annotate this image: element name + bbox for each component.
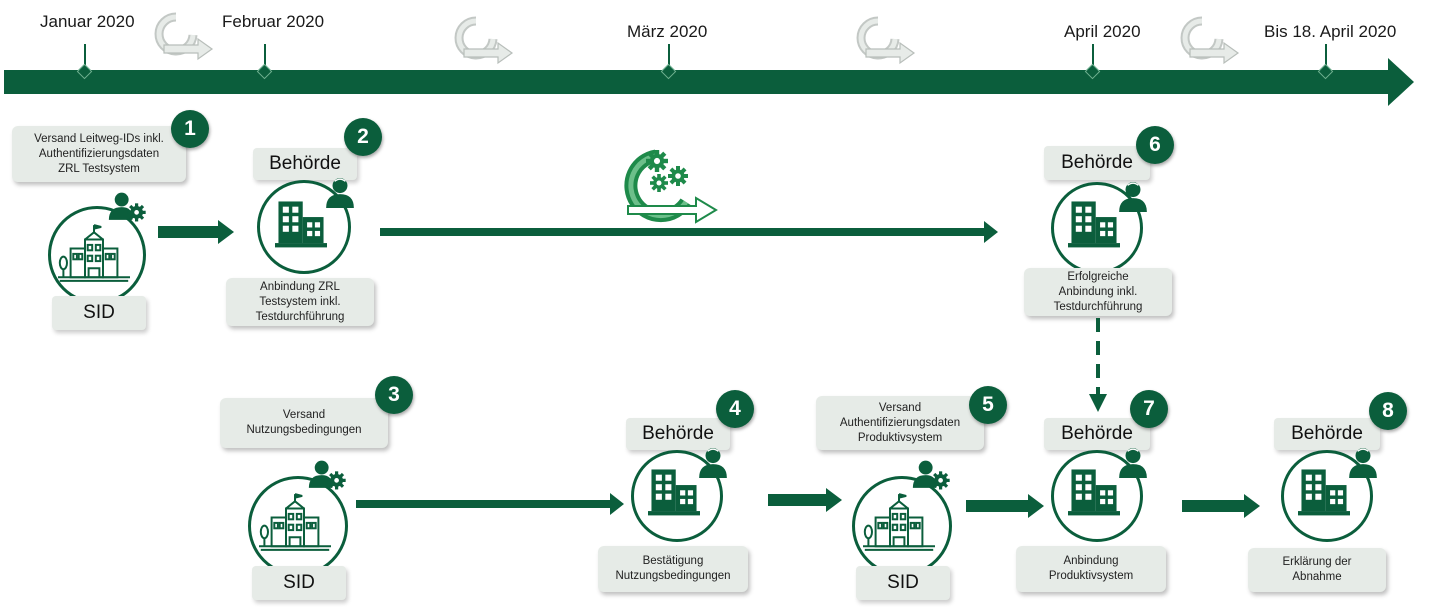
step6-number-badge: 6 [1136,126,1174,164]
timeline-tick [84,44,86,70]
step2-label: Behörde [253,148,357,180]
timeline-arrow [4,58,1414,106]
office-building-icon [648,466,700,518]
step8-number-badge: 8 [1369,392,1407,430]
gear-cycle-icon [624,149,718,224]
timeline-month-april-18: Bis 18. April 2020 [1264,22,1397,41]
step5-line2: Authentifizierungsdaten [839,416,961,429]
step5-line1: Versand [878,401,922,414]
step6-line1: Erfolgreiche [1067,270,1129,283]
timeline-month-april: April 2020 [1064,22,1141,41]
user-icon [324,176,356,208]
cycle-arrow-icon [446,10,516,66]
step8-label: Behörde [1274,418,1380,450]
step6-line3: Testdurchführung [1053,300,1143,313]
school-building-icon [259,490,331,554]
step2-description: Anbindung ZRL Testsystem inkl. Testdurch… [226,278,374,326]
step6-label: Behörde [1044,146,1150,180]
flow-arrow [966,494,1044,518]
flow-arrow [768,488,842,512]
step4-line2: Nutzungsbedingungen [615,570,731,582]
step1-description: Versand Leitweg-IDs inkl. Authentifizier… [12,126,186,182]
step2-line3: Testdurchführung [255,310,345,323]
step3-circle [248,476,348,576]
user-icon [1347,446,1379,478]
step7-line2: Produktivsystem [1048,570,1134,582]
step3-label: SID [252,566,346,600]
step5-line3: Produktivsystem [857,431,943,444]
school-building-icon [863,490,935,554]
step1-line1: Versand Leitweg-IDs inkl. [34,132,164,145]
step6-line2: Anbindung inkl. [1058,285,1138,298]
step6-description: Erfolgreiche Anbindung inkl. Testdurchfü… [1024,268,1172,316]
step2-line2: Testsystem inkl. [259,295,341,308]
timeline-month-february: Februar 2020 [222,12,325,31]
step3-description: Versand Nutzungsbedingungen [220,398,388,448]
timeline-tick [668,44,670,70]
user-gear-icon [308,458,346,490]
step4-label: Behörde [626,418,730,450]
step1-line3: ZRL Testsystem [58,162,140,175]
office-building-icon [1068,466,1120,518]
user-icon [1117,180,1149,212]
step3-line1: Versand [282,409,326,421]
step7-line1: Anbindung [1063,555,1119,567]
user-icon [1117,446,1149,478]
office-building-icon [1298,466,1350,518]
step8-description: Erklärung der Abnahme [1248,548,1386,592]
office-building-icon [275,198,327,250]
flow-arrow [356,493,624,515]
step5-description: Versand Authentifizierungsdaten Produkti… [816,396,984,450]
step7-number-badge: 7 [1130,390,1168,428]
step1-label: SID [52,296,146,330]
cycle-arrow-icon [1172,10,1242,66]
step8-line2: Abnahme [1292,571,1342,583]
step3-line2: Nutzungsbedingungen [246,424,362,436]
step8-line1: Erklärung der [1282,556,1352,568]
step6-circle [1051,182,1143,274]
step2-line1: Anbindung ZRL [260,280,340,293]
step5-number-badge: 5 [969,386,1007,424]
step4-description: Bestätigung Nutzungsbedingungen [598,546,748,592]
step7-label: Behörde [1044,418,1150,450]
step5-label: SID [856,566,950,600]
flow-arrow [1182,494,1260,518]
timeline-month-january: Januar 2020 [40,12,135,31]
flow-arrow [380,221,998,243]
step4-line1: Bestätigung [642,555,704,567]
timeline-month-march: März 2020 [627,22,708,41]
user-gear-icon [912,458,950,490]
step1-number-badge: 1 [171,110,209,148]
school-building-icon [58,221,130,285]
step3-number-badge: 3 [375,376,413,414]
step4-number-badge: 4 [716,390,754,428]
timeline-tick [1325,44,1327,70]
step1-line2: Authentifizierungsdaten [38,147,160,160]
cycle-arrow-icon [146,6,216,62]
step7-description: Anbindung Produktivsystem [1016,546,1166,592]
user-icon [697,446,729,478]
step2-number-badge: 2 [344,118,382,156]
cycle-arrow-icon [848,10,918,66]
dashed-arrow [1089,318,1107,412]
office-building-icon [1068,198,1120,250]
timeline-tick [264,44,266,70]
timeline-tick [1092,44,1094,70]
flow-arrow [158,220,234,244]
user-gear-icon [108,190,146,222]
